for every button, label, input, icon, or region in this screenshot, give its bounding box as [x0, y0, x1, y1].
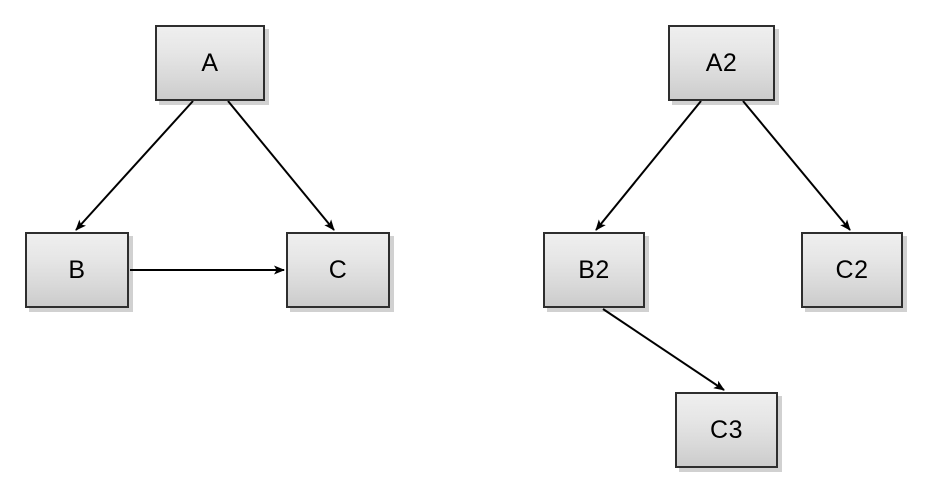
node-label-b: B — [68, 255, 86, 284]
node-label-c2: C2 — [835, 255, 869, 284]
node-a[interactable]: A — [155, 25, 265, 101]
node-label-b2: B2 — [578, 255, 610, 284]
node-c2[interactable]: C2 — [801, 232, 903, 308]
node-b2[interactable]: B2 — [543, 232, 645, 308]
node-label-c3: C3 — [710, 415, 743, 444]
edge-a-to-b[interactable] — [75, 100, 194, 231]
edge-a2-to-b2[interactable] — [595, 100, 702, 231]
node-label-a: A — [201, 48, 219, 77]
edge-a-to-c[interactable] — [227, 100, 335, 231]
edge-a2-to-c2[interactable] — [742, 100, 851, 231]
node-c[interactable]: C — [286, 232, 390, 308]
node-label-a2: A2 — [705, 48, 738, 77]
edge-b2-to-c3[interactable] — [602, 308, 725, 391]
node-label-c: C — [328, 255, 348, 284]
node-b[interactable]: B — [25, 232, 129, 308]
node-c3[interactable]: C3 — [675, 392, 778, 468]
node-a2[interactable]: A2 — [668, 25, 775, 101]
edges — [75, 100, 851, 391]
